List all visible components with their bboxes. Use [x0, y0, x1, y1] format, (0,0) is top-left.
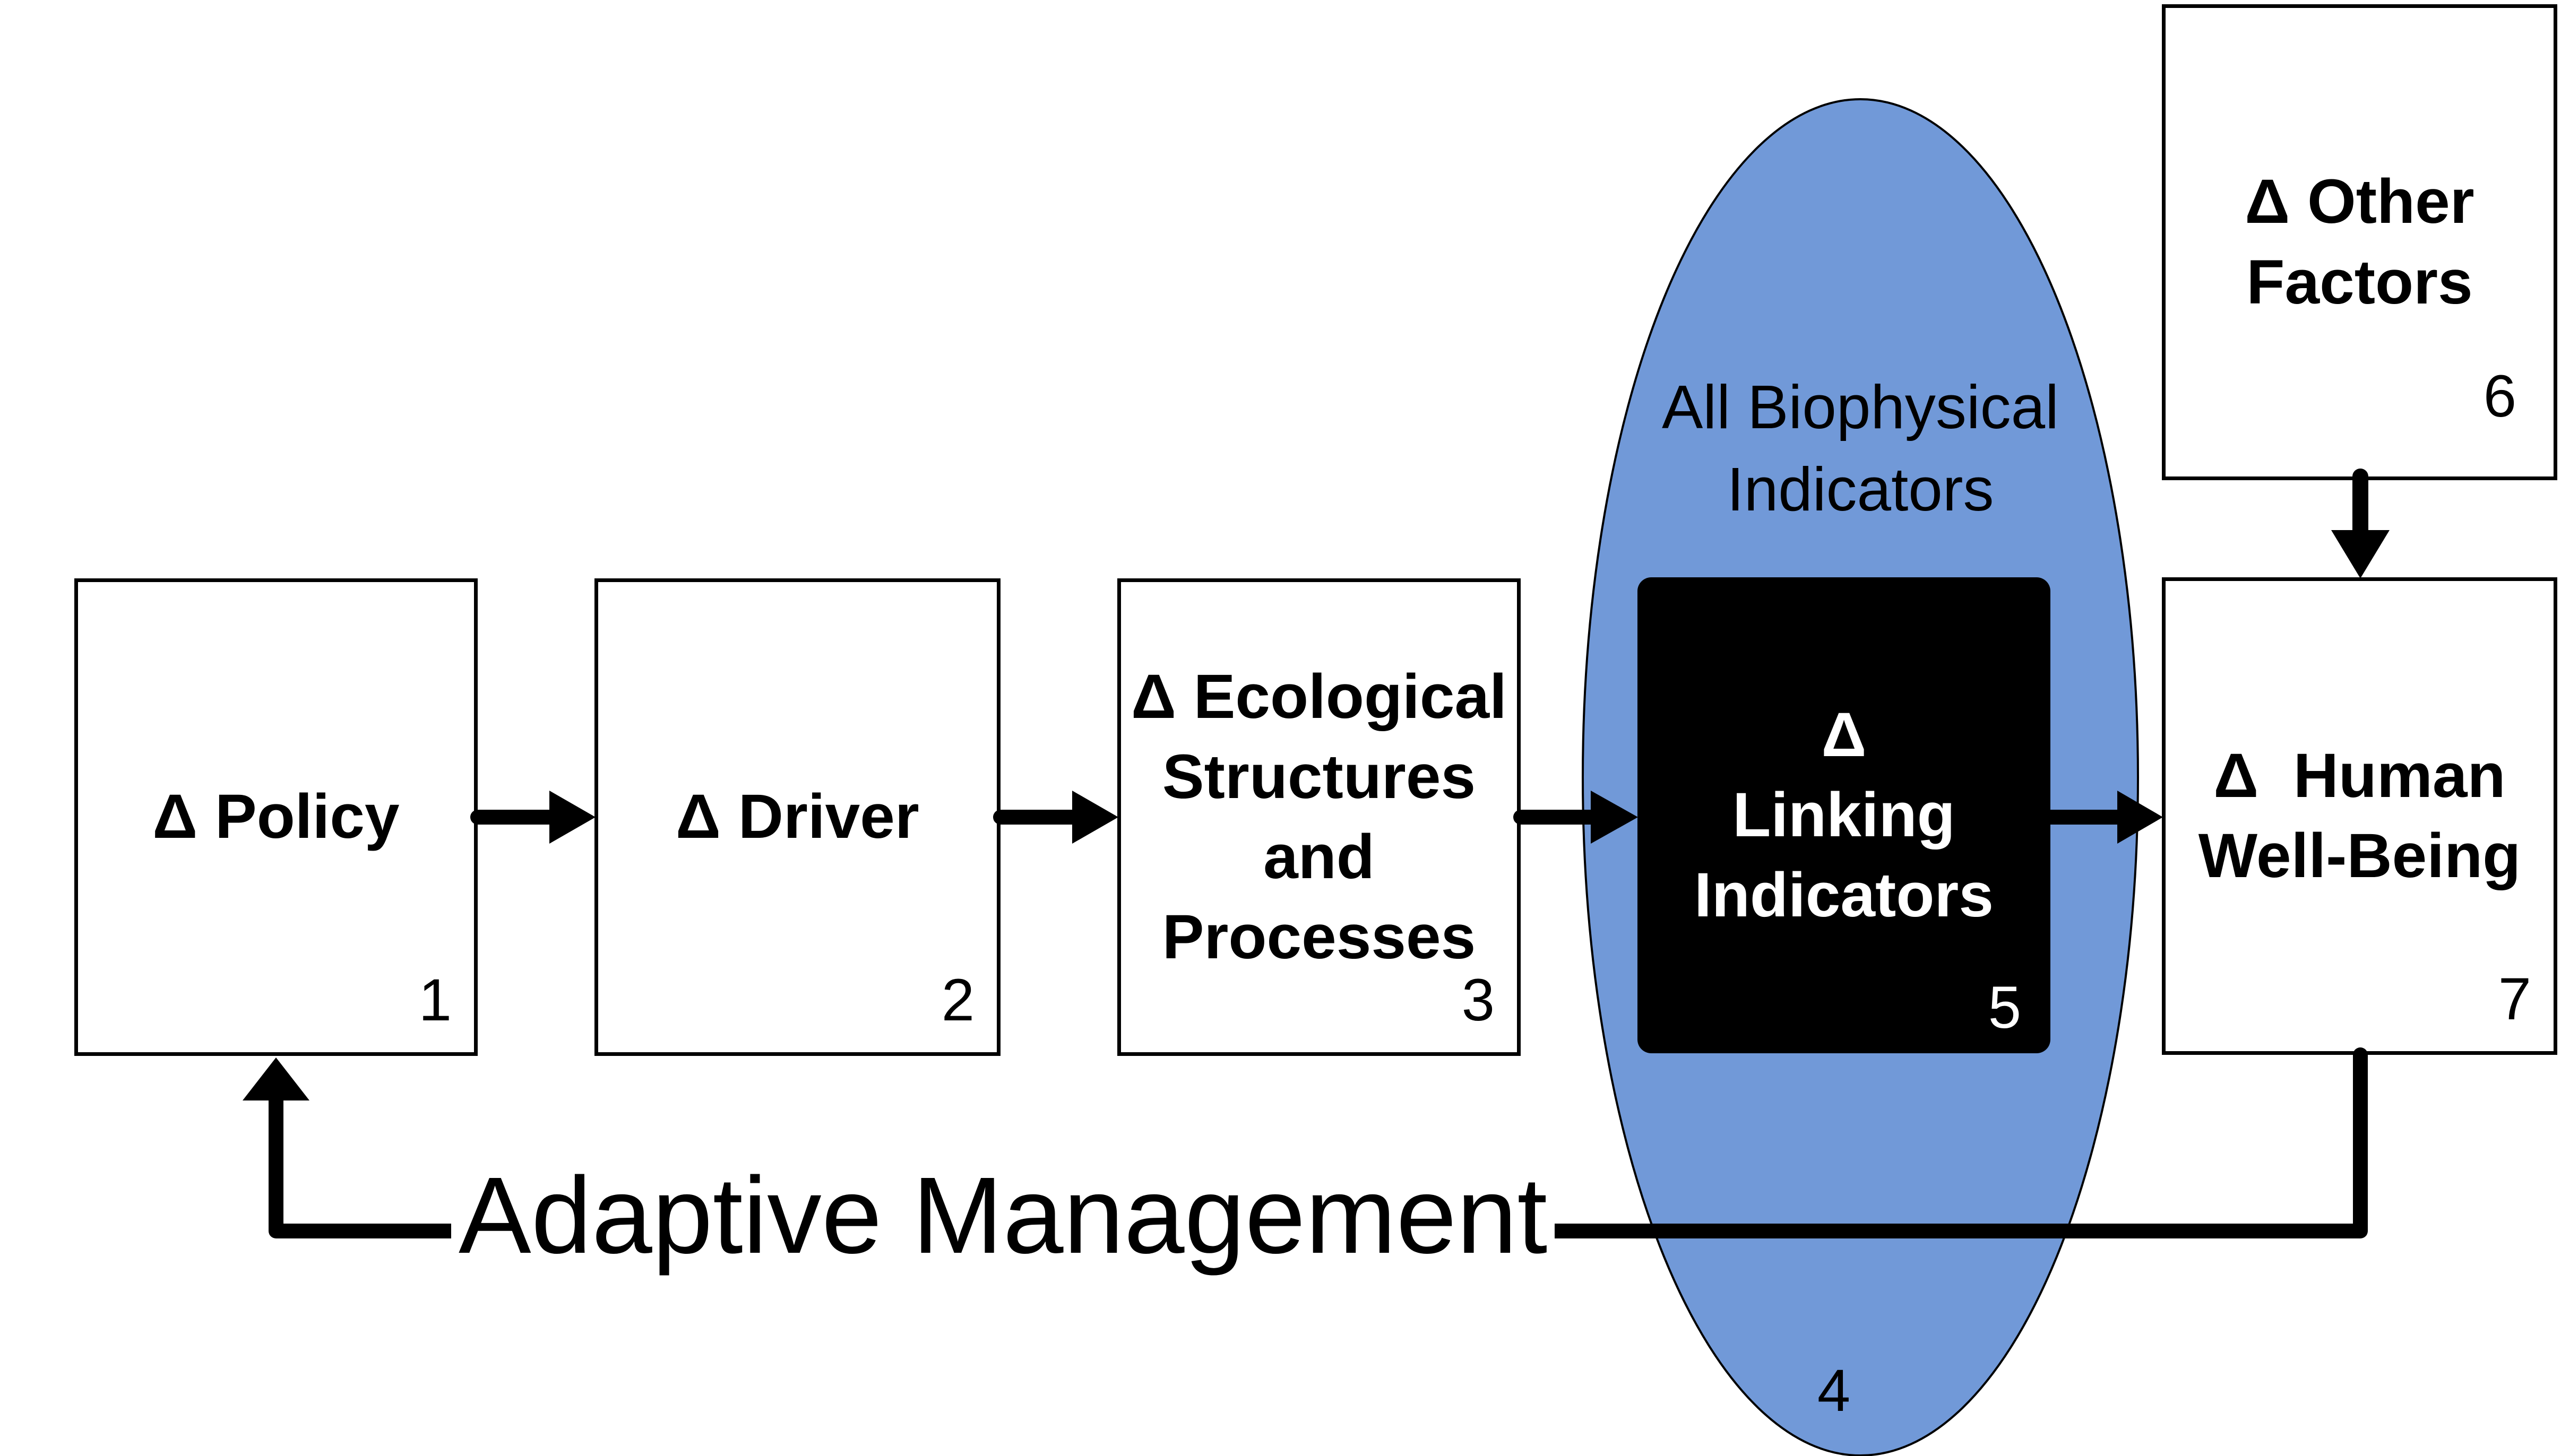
box-ecological-structures: Δ Ecological Structures and Processes 3	[1117, 578, 1521, 1056]
feedback-loop-arrowhead	[243, 1058, 309, 1100]
arrow-policy-to-driver-head	[549, 791, 596, 844]
box-ecological-label: Δ Ecological Structures and Processes	[1131, 661, 1507, 973]
box-policy-label: Δ Policy	[152, 782, 400, 852]
box-other-factors-number: 6	[2483, 363, 2516, 429]
box-policy-number: 1	[418, 967, 452, 1033]
biophysical-ellipse-label: All Biophysical Indicators	[1662, 372, 2059, 524]
box-linking-number: 5	[1988, 974, 2021, 1041]
box-other-factors: Δ Other Factors 6	[2162, 4, 2557, 480]
adaptive-management-label: Adaptive Management	[451, 1138, 1555, 1292]
box-driver-number: 2	[941, 967, 975, 1033]
box-driver: Δ Driver 2	[594, 578, 1001, 1056]
arrow-driver-to-ecological-head	[1072, 791, 1118, 844]
arrow-ecological-to-linking-head	[1591, 791, 1638, 844]
arrow-other-to-human-head	[2331, 530, 2390, 578]
box-policy: Δ Policy 1	[74, 578, 478, 1056]
box-human-well-being: Δ Human Well-Being 7	[2162, 577, 2557, 1055]
box-ecological-number: 3	[1461, 967, 1495, 1033]
box-other-factors-label: Δ Other Factors	[2245, 167, 2474, 317]
box-driver-label: Δ Driver	[676, 782, 919, 852]
box-linking-indicators: Δ Linking Indicators 5	[1637, 577, 2050, 1053]
biophysical-ellipse-number: 4	[1817, 1357, 1851, 1424]
arrow-linking-to-human-head	[2117, 791, 2163, 844]
box-human-well-being-label: Δ Human Well-Being	[2198, 740, 2521, 891]
box-linking-label: Δ Linking Indicators	[1694, 699, 1994, 931]
box-human-well-being-number: 7	[2498, 966, 2531, 1032]
